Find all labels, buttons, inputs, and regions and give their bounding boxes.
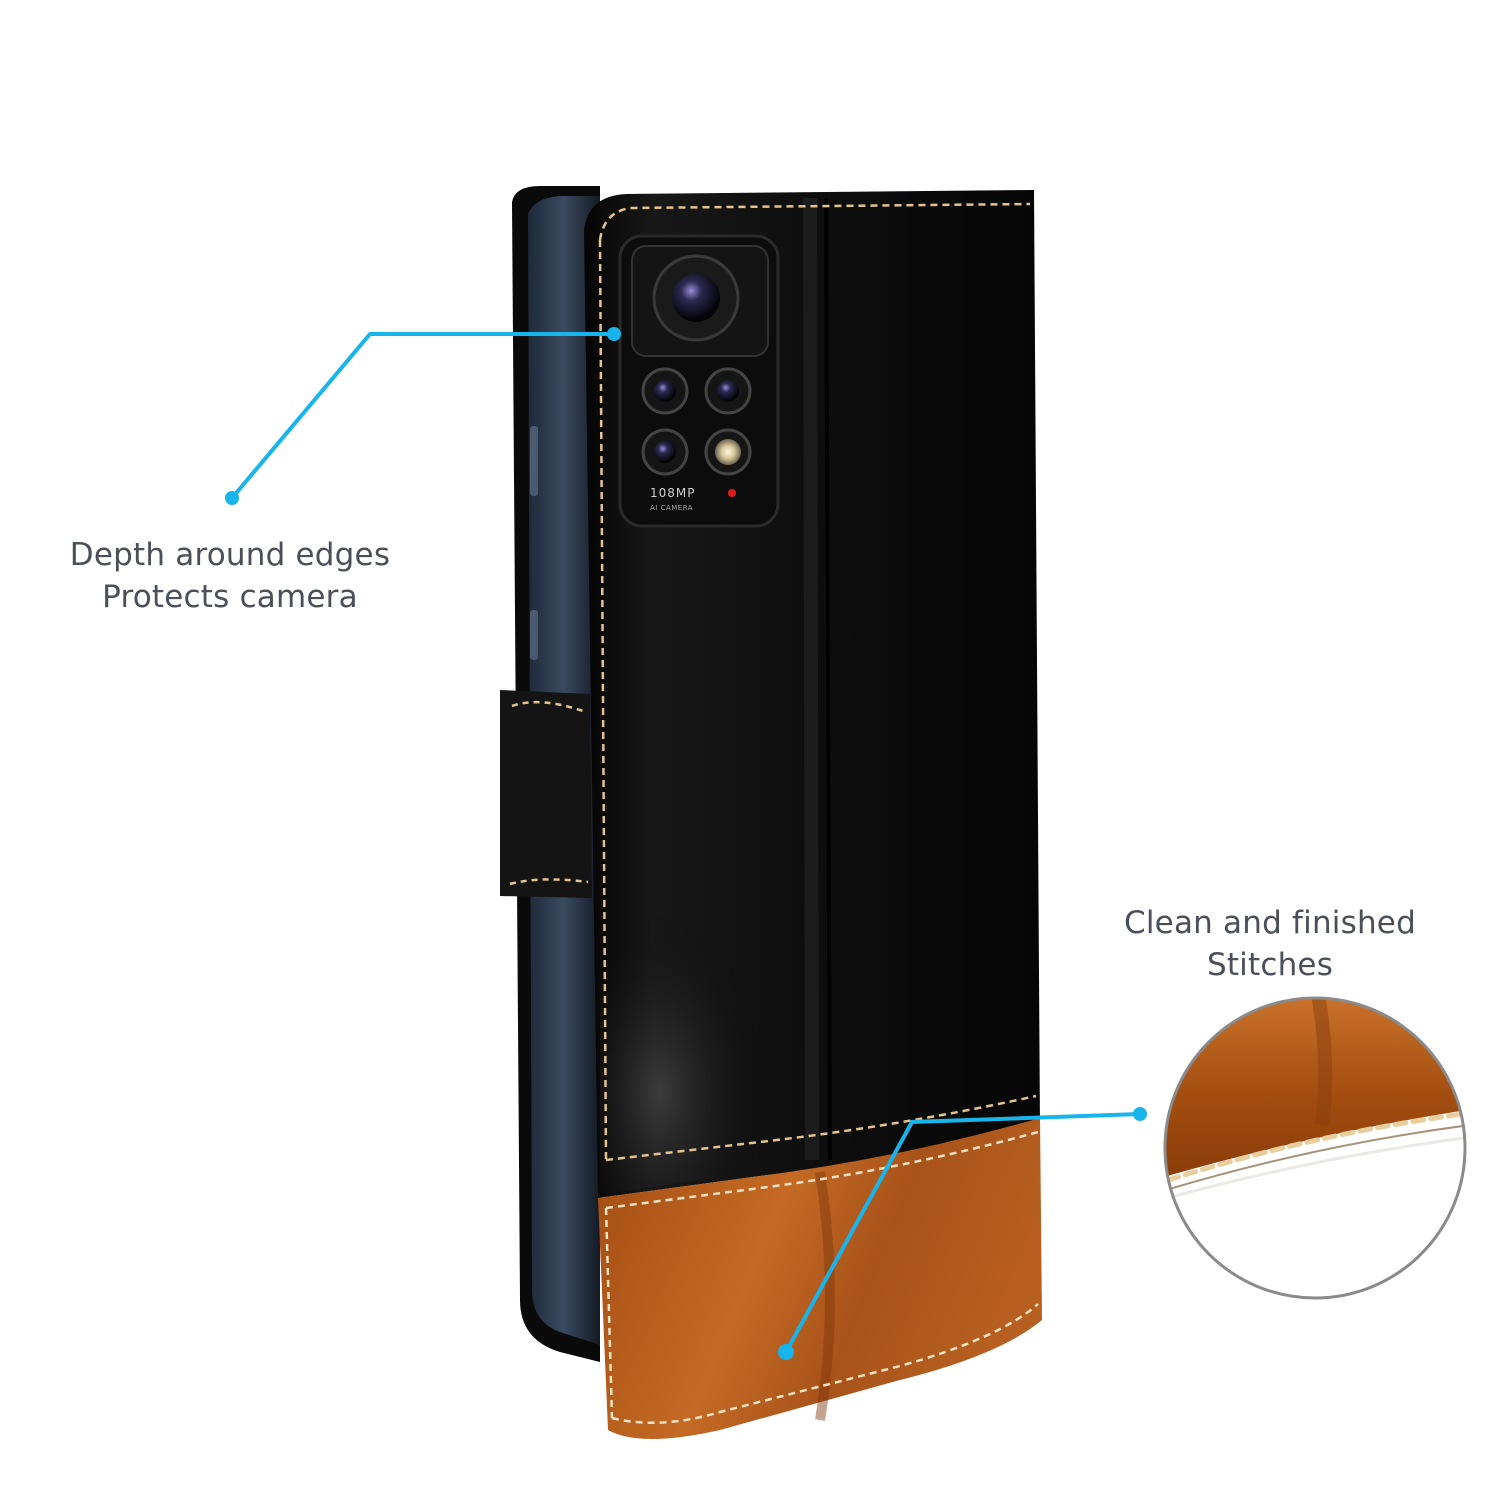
camera-callout-line xyxy=(225,327,621,505)
stitch-black-bottom xyxy=(605,1094,1037,1162)
side-button-upper xyxy=(530,426,538,496)
stitch-callout-dot-start xyxy=(778,1344,794,1360)
camera-ai-label: AI CAMERA xyxy=(650,504,693,512)
camera-module: 108MP AI CAMERA xyxy=(618,234,780,528)
stitch-callout-text: Clean and finished Stitches xyxy=(1080,902,1460,986)
leather-shine xyxy=(600,784,840,1195)
stitch-left xyxy=(598,239,608,1161)
zoom-ring xyxy=(1163,996,1467,1300)
camera-callout-dot-end xyxy=(607,327,621,341)
camera-resolution-label: 108MP xyxy=(650,486,696,500)
magnetic-strap xyxy=(500,690,592,898)
zoom-stitch-line xyxy=(1165,1109,1465,1183)
wallet-case: 108MP AI CAMERA xyxy=(500,186,1042,1439)
camera-callout-text: Depth around edges Protects camera xyxy=(40,534,420,618)
stitch-tan-bottom xyxy=(611,1303,1039,1425)
strap-stitch xyxy=(509,700,589,886)
stitch-top xyxy=(598,202,1031,241)
panel-crease xyxy=(803,197,819,1161)
panel-crease-shadow xyxy=(824,197,832,1161)
stitch-zoom-inset xyxy=(1163,996,1467,1300)
camera-callout-dot-start xyxy=(225,491,239,505)
tan-band xyxy=(598,1118,1042,1439)
stitch-callout-line xyxy=(778,1107,1147,1360)
stitch-callout-line2: Stitches xyxy=(1206,947,1334,983)
stitch-callout-line1: Clean and finished xyxy=(1124,905,1416,941)
side-button-lower xyxy=(530,610,538,660)
camera-callout-line1: Depth around edges xyxy=(69,537,391,573)
stitch-callout-dot-end xyxy=(1133,1107,1147,1121)
tan-band-fold xyxy=(815,1171,835,1421)
mic-dot xyxy=(728,489,736,497)
camera-callout-line2: Protects camera xyxy=(102,579,358,615)
stitch-tan-top xyxy=(605,1130,1039,1210)
